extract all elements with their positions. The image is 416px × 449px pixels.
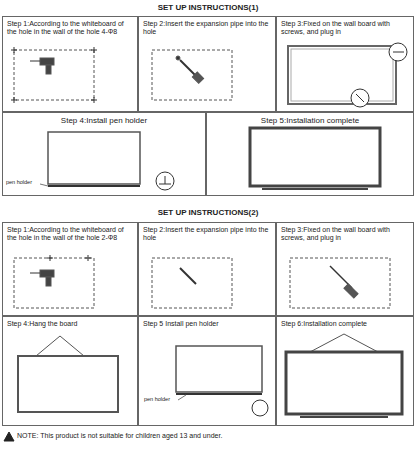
step-panel: Step 6:Installation complete: [276, 316, 414, 426]
step-text: Step 1:According to the whiteboard of th…: [3, 223, 137, 246]
hammer-hand-icon: [176, 56, 204, 83]
part-label: pen holder: [144, 396, 170, 402]
step-text: Step 2:Insert the expansion pipe into th…: [139, 17, 275, 40]
pen-holder: [262, 188, 368, 190]
hammer-hand-icon: [180, 268, 196, 284]
step-panel: Step 4:Install pen holder: [2, 112, 206, 196]
whiteboard: [250, 128, 380, 186]
drill-icon: [30, 270, 54, 286]
hole-layout: [14, 50, 94, 100]
whiteboard: [176, 346, 268, 416]
step-text: Step 4:Hang the board: [3, 317, 137, 331]
section-heading: SET UP INSTRUCTIONS(1): [158, 3, 259, 12]
step-panel: Step 2:Insert the expansion pipe into th…: [138, 222, 276, 316]
step-panel: Step 3:Fixed on the wall board with scre…: [276, 16, 414, 112]
whiteboard-surface: [291, 49, 393, 101]
step-panel: Step 1:According to the whiteboard of th…: [2, 16, 138, 112]
step-text: Step 4:Install pen holder: [3, 113, 205, 129]
step-panel: Step 5 Install pen holder: [138, 316, 276, 426]
step-text: Step 3:Fixed on the wall board with scre…: [277, 17, 413, 40]
step-text: Step 5:Installation complete: [207, 113, 413, 129]
hole-layout: [290, 258, 390, 308]
hole-layout: [152, 50, 232, 100]
detail-inset: [389, 43, 407, 61]
hanging-board: [286, 334, 402, 417]
section-heading: SET UP INSTRUCTIONS(2): [158, 208, 259, 217]
step-text: Step 3:Fixed on the wall board with scre…: [277, 223, 413, 246]
detail-inset: [156, 172, 174, 190]
part-label: pen holder: [6, 179, 32, 185]
whiteboard: [48, 132, 140, 184]
step-text: Step 2:Insert the expansion pipe into th…: [139, 223, 275, 246]
step-panel: Step 4:Hang the board: [2, 316, 138, 426]
hanging-board: [18, 336, 118, 412]
hole-marks: [11, 47, 97, 103]
whiteboard: [288, 46, 396, 104]
hole-layout: [152, 258, 232, 308]
hole-layout: [14, 258, 94, 308]
drill-icon: [30, 58, 54, 74]
step-panel: Step 1:According to the whiteboard of th…: [2, 222, 138, 316]
step-text: Step 1:According to the whiteboard of th…: [3, 17, 137, 40]
step-text: Step 5 Install pen holder: [139, 317, 275, 331]
step-panel: Step 3:Fixed on the wall board with scre…: [276, 222, 414, 316]
pen-holder: [48, 185, 140, 187]
step-text: Step 6:Installation complete: [277, 317, 413, 331]
leader-line: [40, 184, 48, 186]
note-text: NOTE: This product is not suitable for c…: [17, 432, 222, 439]
step-panel: Step 5:Installation complete: [206, 112, 414, 196]
screwdriver-icon: [330, 266, 358, 298]
step-panel: Step 2:Insert the expansion pipe into th…: [138, 16, 276, 112]
detail-inset: [351, 89, 369, 107]
warning-icon: [4, 432, 14, 441]
